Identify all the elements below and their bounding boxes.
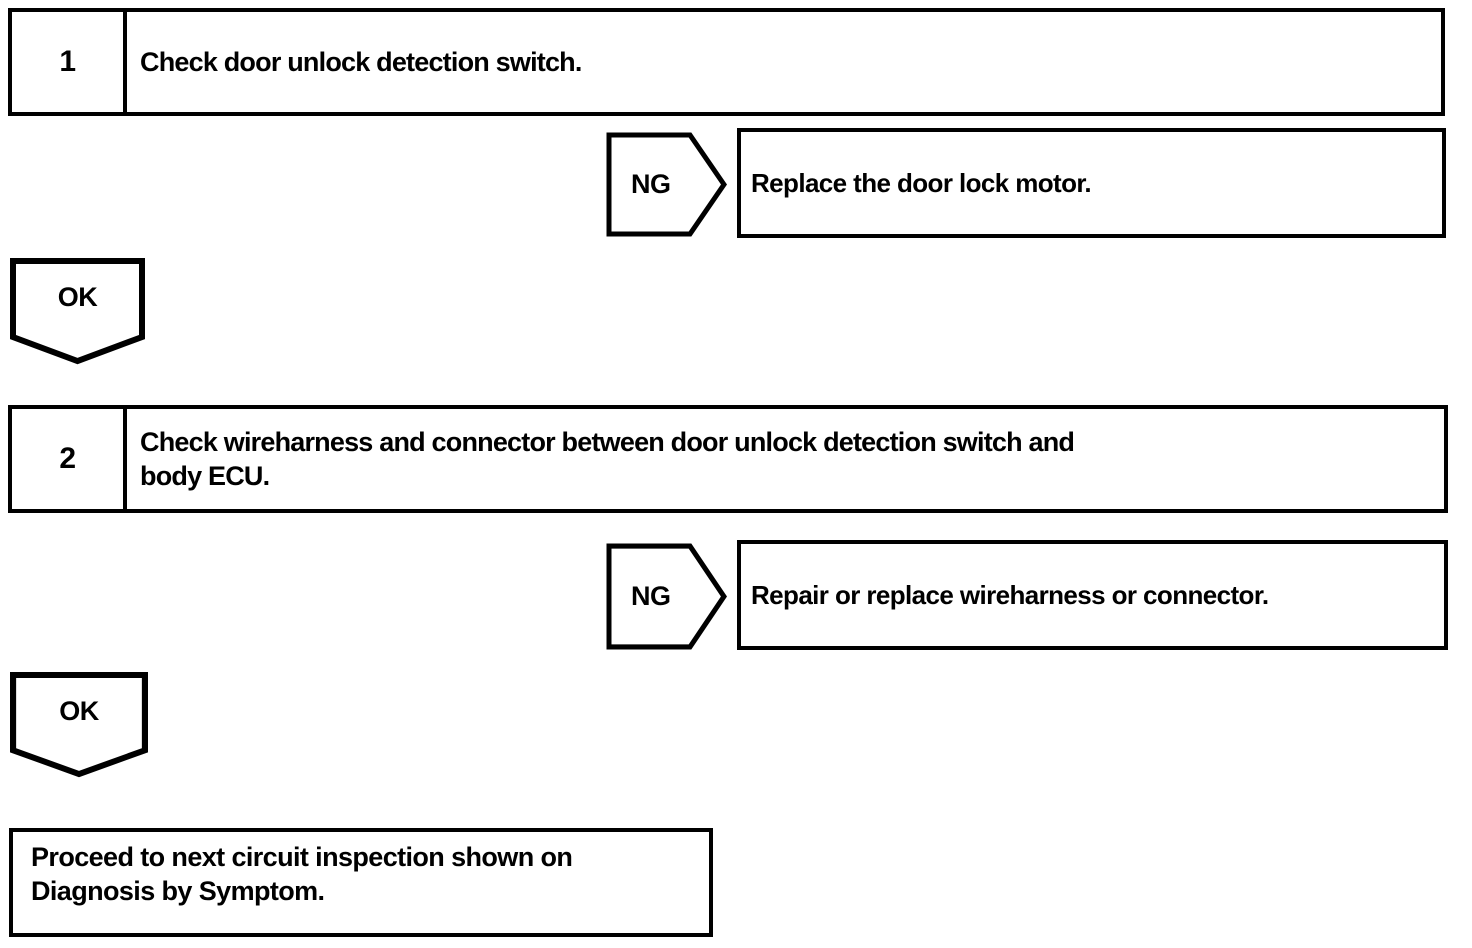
ng-right-arrow-pentagon-icon bbox=[606, 132, 727, 237]
terminal-box: Proceed to next circuit inspection shown… bbox=[9, 828, 713, 937]
action-2-text: Repair or replace wireharness or connect… bbox=[751, 579, 1269, 610]
ok-label-1: OK bbox=[57, 282, 98, 313]
ok-label-2: OK bbox=[59, 695, 99, 726]
action-1-box: Replace the door lock motor. bbox=[737, 128, 1446, 238]
ng-branch-1: NG bbox=[606, 132, 727, 237]
action-2-box: Repair or replace wireharness or connect… bbox=[737, 540, 1448, 650]
ng-right-arrow-pentagon-icon bbox=[606, 543, 727, 650]
ng-label-2: NG bbox=[631, 581, 671, 611]
terminal-text-line-2: Diagnosis by Symptom. bbox=[31, 876, 325, 906]
ng-branch-2: NG bbox=[606, 543, 727, 650]
step-2-instruction: Check wireharness and connector between … bbox=[127, 409, 1444, 509]
step-2-instruction-line-1: Check wireharness and connector between … bbox=[140, 427, 1075, 457]
ng-label-1: NG bbox=[631, 169, 671, 199]
step-1-instruction: Check door unlock detection switch. bbox=[127, 12, 1441, 112]
terminal-text-line-1: Proceed to next circuit inspection shown… bbox=[31, 842, 573, 872]
step-2-number: 2 bbox=[12, 409, 127, 509]
action-1-text: Replace the door lock motor. bbox=[751, 167, 1092, 198]
ok-down-arrow-pentagon-icon bbox=[10, 258, 145, 365]
ok-connector-1: OK bbox=[10, 258, 145, 365]
step-2-box: 2 Check wireharness and connector betwee… bbox=[8, 405, 1448, 513]
ok-connector-2: OK bbox=[10, 672, 148, 778]
step-1-box: 1 Check door unlock detection switch. bbox=[8, 8, 1445, 116]
ok-down-arrow-pentagon-icon bbox=[10, 672, 148, 778]
step-1-number: 1 bbox=[12, 12, 127, 112]
step-1-instruction-line-1: Check door unlock detection switch. bbox=[140, 47, 582, 77]
step-2-instruction-line-2: body ECU. bbox=[140, 461, 270, 491]
